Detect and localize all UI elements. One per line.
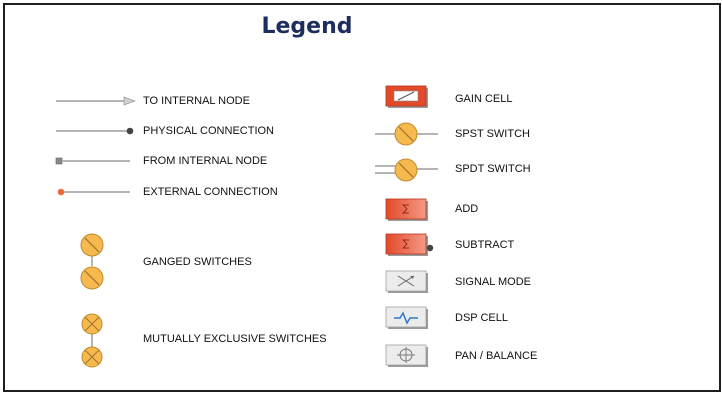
- label-dsp-cell: DSP CELL: [455, 312, 508, 324]
- label-signal-mode: SIGNAL MODE: [455, 276, 531, 288]
- label-add: ADD: [455, 203, 479, 215]
- label-physical-connection: PHYSICAL CONNECTION: [143, 125, 275, 137]
- pan-balance-icon: [385, 344, 428, 367]
- label-mutually-exclusive-switches: MUTUALLY EXCLUSIVE SWITCHES: [143, 333, 327, 345]
- label-subtract: SUBTRACT: [455, 239, 515, 251]
- dsp-cell-icon: [385, 306, 428, 329]
- label-gain-cell: GAIN CELL: [455, 93, 513, 105]
- label-spdt-switch: SPDT SWITCH: [455, 163, 531, 175]
- mutually-exclusive-switches-icon: [81, 313, 103, 368]
- label-pan-balance: PAN / BALANCE: [455, 350, 538, 362]
- arrow-line-icon: [56, 96, 137, 106]
- add-icon: [385, 198, 428, 221]
- subtract-icon: [385, 233, 434, 256]
- label-to-internal-node: TO INTERNAL NODE: [143, 95, 250, 107]
- ganged-switches-icon: [80, 233, 104, 290]
- label-spst-switch: SPST SWITCH: [455, 128, 530, 140]
- square-start-line-icon: [55, 157, 130, 165]
- legend-title: Legend: [261, 14, 353, 39]
- signal-mode-icon: [385, 270, 428, 293]
- label-ganged-switches: GANGED SWITCHES: [143, 256, 252, 268]
- gain-cell-icon: [385, 85, 428, 108]
- dot-line-icon: [56, 127, 134, 135]
- spst-switch-icon: [375, 122, 438, 146]
- spdt-switch-icon: [375, 158, 438, 182]
- legend-panel: [3, 3, 721, 392]
- label-from-internal-node: FROM INTERNAL NODE: [143, 155, 268, 167]
- red-dot-line-icon: [57, 188, 130, 196]
- label-external-connection: EXTERNAL CONNECTION: [143, 186, 278, 198]
